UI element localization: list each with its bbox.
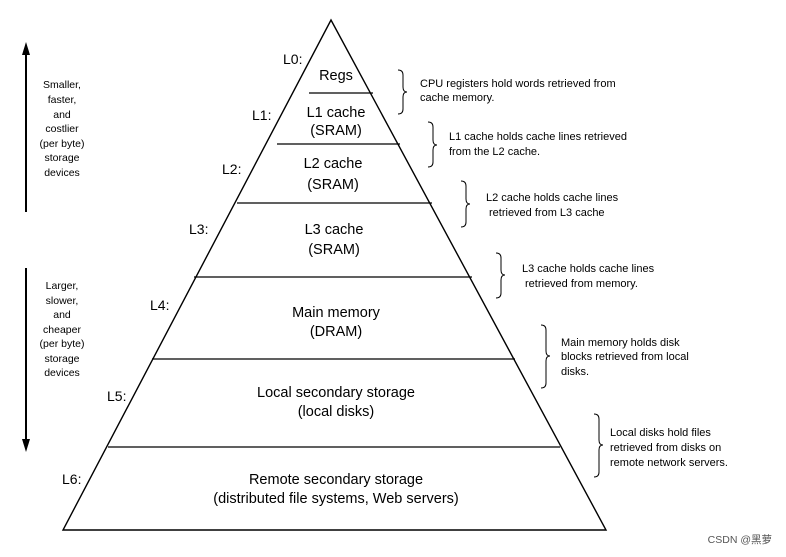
watermark: CSDN @黑萝 xyxy=(708,534,772,546)
level-5-type: (local disks) xyxy=(298,404,375,420)
side-top-line-6: storage xyxy=(44,152,79,164)
note-level-0-line-1: CPU registers hold words retrieved from xyxy=(420,78,616,90)
side-caption-top: Smaller, faster, and costlier (per byte)… xyxy=(40,79,85,179)
pyramid-outline xyxy=(61,18,608,531)
note-level-4-line-1: Main memory holds disk xyxy=(561,337,680,349)
level-2-tag: L2: xyxy=(222,161,241,177)
note-level-1-line-2: from the L2 cache. xyxy=(449,146,540,158)
side-bottom-line-6: storage xyxy=(44,353,79,365)
side-bottom-line-1: Larger, xyxy=(46,280,79,292)
note-level-5-line-3: remote network servers. xyxy=(610,457,728,469)
level-1-name: L1 cache xyxy=(307,105,366,121)
note-level-2-line-2: retrieved from L3 cache xyxy=(489,207,605,219)
side-top-line-5: (per byte) xyxy=(40,138,85,150)
level-names: Regs L1 cache (SRAM) L2 cache (SRAM) L3 … xyxy=(213,68,459,507)
note-level-5-line-2: retrieved from disks on xyxy=(610,442,721,454)
level-3-type: (SRAM) xyxy=(308,242,360,258)
level-3-tag: L3: xyxy=(189,221,208,237)
level-0-name: Regs xyxy=(319,68,353,84)
note-level-3-line-2: retrieved from memory. xyxy=(525,278,638,290)
side-bottom-line-4: cheaper xyxy=(43,324,81,336)
side-caption-bottom: Larger, slower, and cheaper (per byte) s… xyxy=(40,280,85,379)
level-notes: CPU registers hold words retrieved from … xyxy=(420,78,728,469)
note-level-2-line-1: L2 cache holds cache lines xyxy=(486,192,619,204)
level-tags: L0: L1: L2: L3: L4: L5: L6: xyxy=(62,51,302,487)
brace-level-2 xyxy=(460,180,471,228)
side-bottom-line-7: devices xyxy=(44,367,80,379)
brace-level-5 xyxy=(593,413,604,478)
side-top-line-3: and xyxy=(53,109,71,121)
note-level-1-line-1: L1 cache holds cache lines retrieved xyxy=(449,131,627,143)
brace-level-1 xyxy=(427,121,438,168)
note-level-0-line-2: cache memory. xyxy=(420,92,494,104)
level-6-tag: L6: xyxy=(62,471,81,487)
level-4-type: (DRAM) xyxy=(310,324,362,340)
level-2-name: L2 cache xyxy=(304,156,363,172)
level-1-tag: L1: xyxy=(252,107,271,123)
brace-level-4 xyxy=(540,324,551,389)
level-0-tag: L0: xyxy=(283,51,302,67)
side-top-line-7: devices xyxy=(44,167,80,179)
arrow-down-head xyxy=(22,439,30,452)
brace-level-3 xyxy=(495,252,506,299)
side-top-line-4: costlier xyxy=(45,123,79,135)
level-3-name: L3 cache xyxy=(305,222,364,238)
note-braces xyxy=(397,69,604,478)
level-4-name: Main memory xyxy=(292,305,381,321)
note-level-5-line-1: Local disks hold files xyxy=(610,427,711,439)
side-bottom-line-3: and xyxy=(53,309,71,321)
side-top-line-1: Smaller, xyxy=(43,79,81,91)
level-6-type: (distributed file systems, Web servers) xyxy=(213,491,459,507)
level-5-name: Local secondary storage xyxy=(257,385,415,401)
tier-separators xyxy=(108,92,560,448)
level-5-tag: L5: xyxy=(107,388,126,404)
level-6-name: Remote secondary storage xyxy=(249,472,423,488)
note-level-3-line-1: L3 cache holds cache lines xyxy=(522,263,655,275)
level-1-type: (SRAM) xyxy=(310,123,362,139)
side-bottom-line-5: (per byte) xyxy=(40,338,85,350)
note-level-4-line-2: blocks retrieved from local xyxy=(561,351,689,363)
level-4-tag: L4: xyxy=(150,297,169,313)
side-bottom-line-2: slower, xyxy=(46,295,79,307)
side-arrows xyxy=(22,42,30,452)
level-2-type: (SRAM) xyxy=(307,177,359,193)
note-level-4-line-3: disks. xyxy=(561,366,589,378)
side-top-line-2: faster, xyxy=(48,94,77,106)
brace-level-0 xyxy=(397,69,408,115)
arrow-up-head xyxy=(22,42,30,55)
